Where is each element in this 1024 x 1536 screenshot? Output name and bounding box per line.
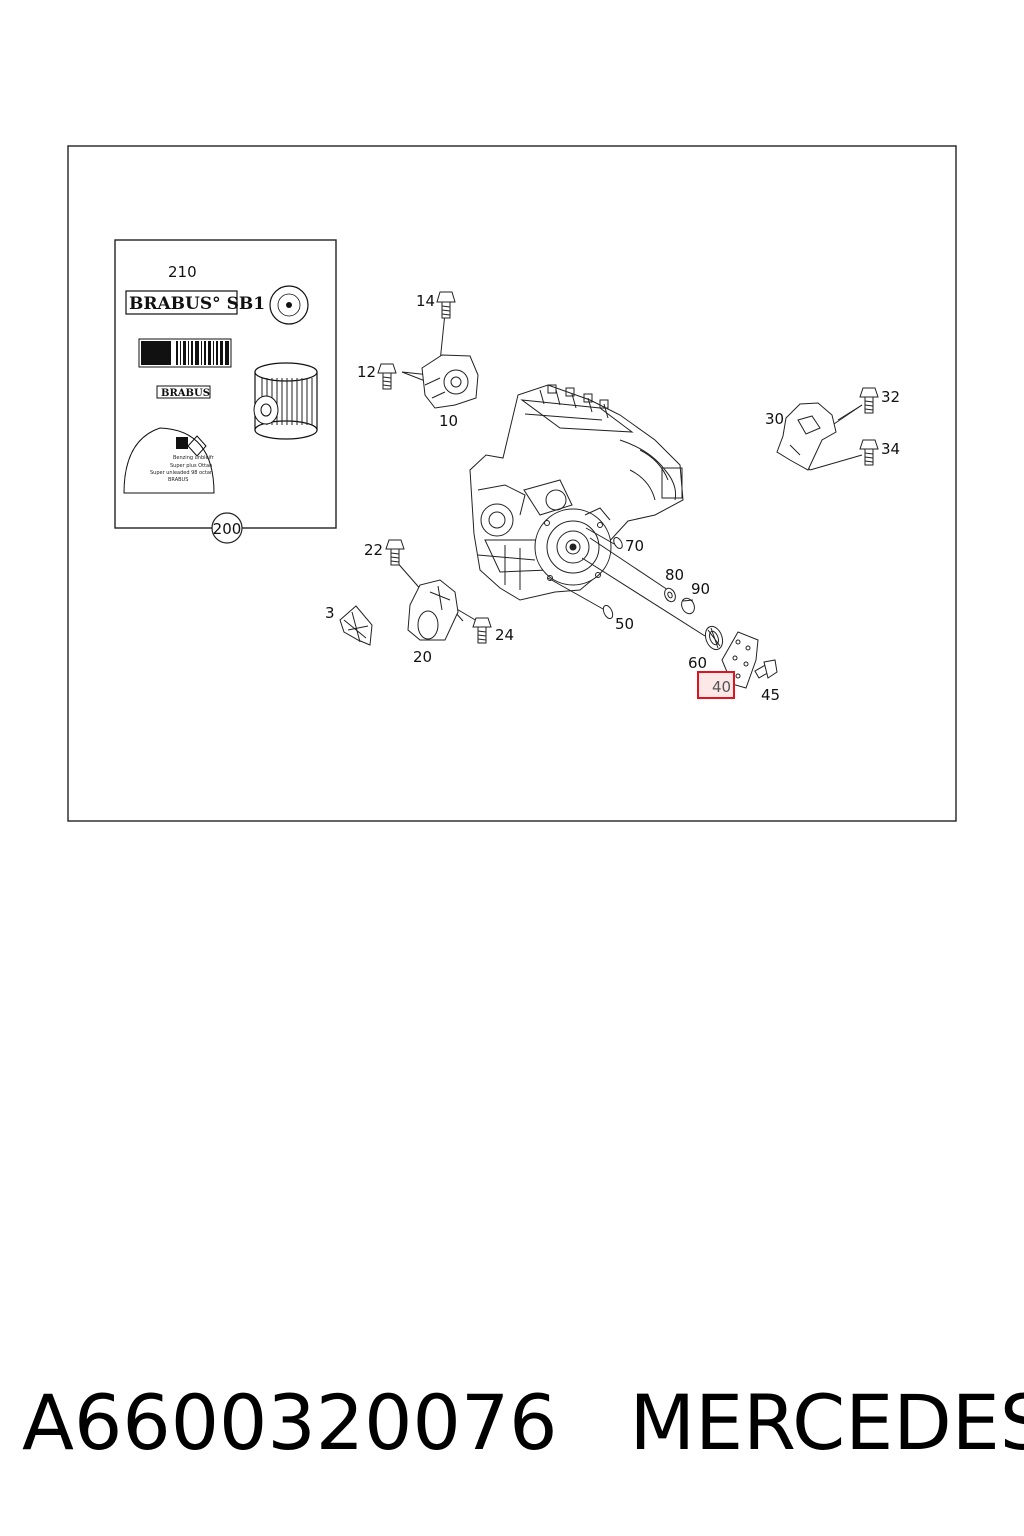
part-70-seal	[613, 537, 623, 549]
bolt-12	[377, 363, 397, 390]
bolt-14	[436, 291, 456, 319]
callout-60[interactable]: 60	[688, 654, 707, 672]
engine-block	[469, 384, 684, 601]
callout-3[interactable]: 3	[325, 604, 335, 622]
callout-90[interactable]: 90	[691, 580, 710, 598]
bolt-32	[859, 387, 879, 414]
manufacturer-name: MERCEDES	[629, 1377, 1024, 1467]
svg-text:BRABUS: BRABUS	[168, 477, 188, 483]
svg-text:Benzing unbleifr: Benzing unbleifr	[173, 455, 215, 461]
callout-32[interactable]: 32	[881, 388, 900, 406]
svg-text:Super plus Ottan: Super plus Ottan	[170, 463, 212, 469]
fuel-sticker: Benzing unbleifr Super plus Ottan Super …	[123, 427, 215, 494]
callout-200-ring	[211, 512, 243, 544]
bolt-22	[385, 539, 405, 566]
callout-70[interactable]: 70	[625, 537, 644, 555]
callout-40-highlight	[697, 671, 735, 699]
callout-30[interactable]: 30	[765, 410, 784, 428]
part-3-pad	[339, 605, 373, 646]
part-footer: A6600320076 MERCEDES	[22, 1372, 1024, 1472]
callout-45[interactable]: 45	[761, 686, 780, 704]
part-10-engine-mount	[421, 354, 479, 409]
bolt-45	[754, 659, 778, 679]
brand-badge-text: BRABUS° SB1	[129, 294, 265, 314]
part-number: A6600320076	[22, 1377, 558, 1467]
diagram-frame	[67, 145, 957, 822]
part-90-plug	[681, 597, 695, 615]
small-brand-plate	[156, 385, 211, 399]
callout-210[interactable]: 210	[168, 263, 197, 281]
bolt-34	[859, 439, 879, 466]
oil-filter-element	[253, 362, 318, 440]
part-60-pulley	[704, 625, 724, 651]
callout-24[interactable]: 24	[495, 626, 514, 644]
kit-box: BRABUS° SB1 BRABUS	[114, 239, 337, 529]
part-20-engine-mount	[407, 579, 459, 641]
callout-80[interactable]: 80	[665, 566, 684, 584]
part-30-engine-mount	[776, 402, 837, 471]
callout-50[interactable]: 50	[615, 615, 634, 633]
callout-12[interactable]: 12	[357, 363, 376, 381]
callout-200[interactable]: 200	[213, 520, 242, 538]
callout-40[interactable]: 40	[712, 678, 731, 696]
small-brand-plate-text: BRABUS	[161, 388, 210, 399]
barcode-sticker	[138, 338, 232, 368]
bolt-24	[472, 617, 492, 644]
part-80-washer	[664, 587, 676, 603]
callout-34[interactable]: 34	[881, 440, 900, 458]
callout-10[interactable]: 10	[439, 412, 458, 430]
callout-22[interactable]: 22	[364, 541, 383, 559]
callout-20[interactable]: 20	[413, 648, 432, 666]
washer-disc	[269, 285, 309, 325]
callout-14[interactable]: 14	[416, 292, 435, 310]
part-50-seal	[602, 604, 614, 620]
svg-text:Super unleaded 98 octan: Super unleaded 98 octan	[150, 470, 213, 476]
brand-badge	[125, 290, 238, 315]
